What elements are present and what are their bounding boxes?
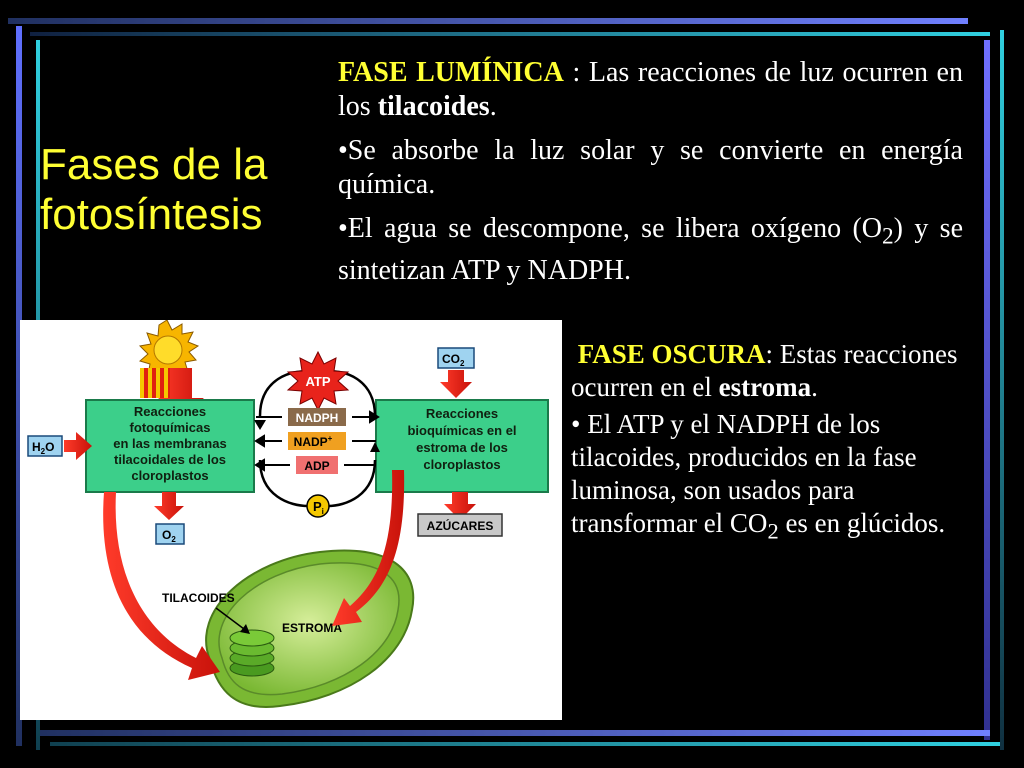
pi-label: Pi — [313, 499, 324, 516]
o2-arrow-icon — [154, 492, 184, 520]
photosynthesis-diagram: Reacciones fotoquímicas en las membranas… — [20, 320, 562, 720]
adp-label: ADP — [304, 459, 329, 473]
azucares-label-box — [417, 513, 503, 537]
right-box-line-3: estroma de los — [416, 440, 508, 455]
sugar-arrow-icon — [444, 492, 476, 520]
exchange-arrows — [254, 410, 380, 472]
luminica-bullet-2: •El agua se descompone, se libera oxígen… — [338, 213, 963, 286]
oscura-section: FASE OSCURA: Estas reacciones ocurren en… — [571, 338, 971, 551]
photochemical-box — [85, 399, 255, 493]
h2o-label: H2O — [32, 440, 54, 456]
estroma-label: ESTROMA — [282, 621, 342, 635]
frame-bar-right-outer — [1000, 30, 1004, 750]
left-box-line-4: tilacoidales de los — [114, 452, 226, 467]
left-box-line-5: cloroplastos — [131, 468, 208, 483]
right-box-line-1: Reacciones — [426, 406, 498, 421]
h2o-label-box — [27, 435, 63, 457]
frame-bar-bottom — [40, 730, 990, 736]
o2-label: O2 — [162, 528, 176, 544]
luminica-section: FASE LUMÍNICA : Las reacciones de luz oc… — [338, 56, 963, 298]
oscura-heading: FASE OSCURA — [577, 339, 766, 369]
right-box-line-2: bioquímicas en el — [407, 423, 516, 438]
co2-label: CO2 — [442, 352, 465, 368]
left-box-line-2: fotoquímicas — [130, 420, 211, 435]
left-box-line-1: Reacciones — [134, 404, 206, 419]
thylakoid-stack-icon — [229, 629, 275, 677]
title-line-2: fotosíntesis — [40, 190, 263, 239]
atp-burst-icon: ATP — [286, 350, 350, 412]
left-box-line-3: en las membranas — [113, 436, 226, 451]
co2-label-box — [437, 347, 475, 369]
tilacoides-pointer — [215, 607, 249, 633]
oscura-intro: FASE OSCURA: Estas reacciones ocurren en… — [571, 339, 958, 402]
tilacoides-label: TILACOIDES — [162, 591, 235, 605]
frame-bar-right — [984, 40, 990, 740]
atp-label: ATP — [305, 374, 330, 389]
chloroplast-icon — [205, 549, 415, 708]
frame-bar-left — [16, 26, 22, 746]
o2-label-box — [155, 523, 185, 545]
luminica-bullet-1: •Se absorbe la luz solar y se convierte … — [338, 135, 963, 200]
right-curved-arrow-icon — [332, 470, 405, 626]
nadph-label: NADPH — [296, 411, 339, 425]
azucares-label: AZÚCARES — [427, 518, 494, 533]
luminica-heading: FASE LUMÍNICA — [338, 57, 564, 88]
adp-label-box — [296, 456, 338, 474]
tilacoides-pointer-head — [240, 624, 250, 634]
oscura-bullet: • El ATP y el NADPH de los tilacoides, p… — [571, 409, 946, 544]
sun-icon — [138, 320, 200, 384]
luminica-intro: FASE LUMÍNICA : Las reacciones de luz oc… — [338, 57, 963, 122]
cycle-arrowheads — [254, 420, 380, 452]
co2-arrow-icon — [440, 370, 472, 398]
frame-bar-top — [8, 18, 968, 24]
page-title: Fases de la fotosíntesis — [40, 140, 310, 240]
frame-bar-top-inner — [30, 32, 990, 36]
pi-label-circle — [306, 494, 330, 518]
left-curved-arrow-icon — [103, 492, 220, 680]
nadp-label-box — [288, 432, 346, 450]
nadp-label: NADP+ — [294, 434, 333, 449]
h2o-arrow-icon — [64, 432, 92, 460]
title-line-1: Fases de la — [40, 140, 268, 189]
nadph-label-box — [288, 408, 346, 426]
right-box-line-4: cloroplastos — [423, 457, 500, 472]
frame-bar-bottom-inner — [50, 742, 1000, 746]
diagram-svg: Reacciones fotoquímicas en las membranas… — [27, 320, 549, 708]
